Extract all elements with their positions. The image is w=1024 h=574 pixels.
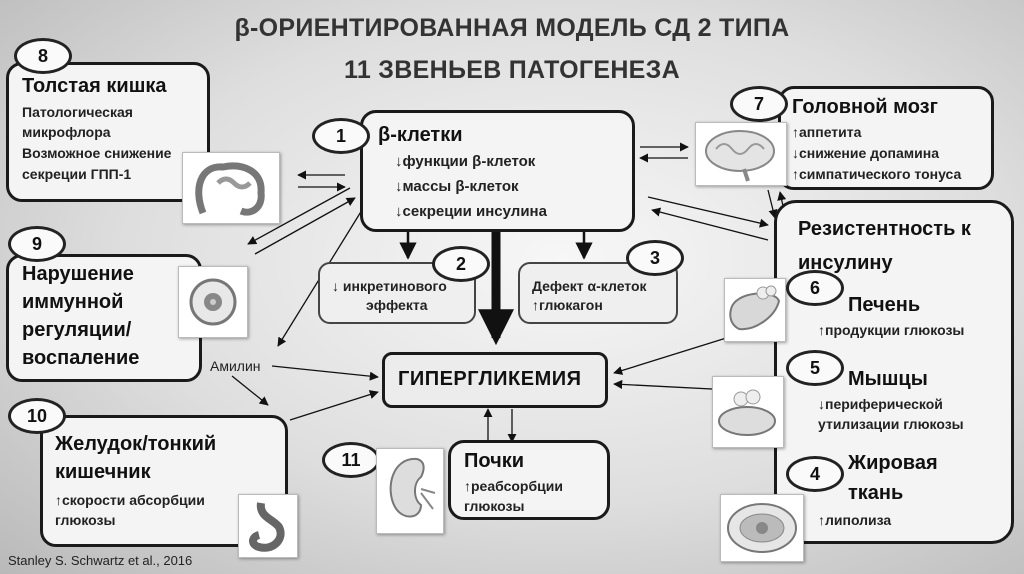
badge-8: 8 bbox=[14, 38, 72, 74]
colon-item-2: микрофлора bbox=[22, 124, 111, 140]
badge-10: 10 bbox=[8, 398, 66, 434]
amylin-label: Амилин bbox=[210, 358, 261, 374]
stomach-item-1: ↑скорости абсорбции bbox=[55, 492, 205, 508]
alpha-cells-line2: ↑глюкагон bbox=[532, 297, 603, 313]
stomach-line2: кишечник bbox=[55, 461, 151, 483]
alpha-cells-line1: Дефект α-клеток bbox=[532, 278, 647, 294]
beta-cells-heading: β-клетки bbox=[378, 124, 463, 146]
liver-heading: Печень bbox=[848, 294, 921, 316]
muscle-heading: Мышцы bbox=[848, 368, 928, 390]
colon-illustration bbox=[182, 152, 280, 224]
hyperglycemia-box bbox=[382, 352, 608, 408]
immune-line2: иммунной bbox=[22, 291, 124, 313]
liver-illustration bbox=[724, 278, 786, 342]
incretin-line2: эффекта bbox=[366, 297, 428, 313]
brain-illustration bbox=[695, 122, 787, 186]
fat-line2: ткань bbox=[848, 482, 904, 504]
badge-9: 9 bbox=[8, 226, 66, 262]
brain-box bbox=[778, 86, 994, 190]
brain-item-2: ↓снижение допамина bbox=[792, 145, 939, 161]
immune-line4: воспаление bbox=[22, 347, 140, 369]
stomach-item-2: глюкозы bbox=[55, 512, 116, 528]
kidneys-item-2: глюкозы bbox=[464, 498, 525, 514]
source-credit: Stanley S. Schwartz et al., 2016 bbox=[8, 553, 193, 568]
immune-line1: Нарушение bbox=[22, 263, 134, 285]
colon-item-3: Возможное снижение bbox=[22, 145, 172, 161]
colon-box bbox=[6, 62, 210, 202]
badge-6: 6 bbox=[786, 270, 844, 306]
beta-cells-item-secretion: ↓секреции инсулина bbox=[395, 203, 547, 220]
badge-2: 2 bbox=[432, 246, 490, 282]
stomach-line1: Желудок/тонкий bbox=[55, 433, 217, 455]
fat-item: ↑липолиза bbox=[818, 512, 892, 528]
immune-line3: регуляции/ bbox=[22, 319, 132, 341]
beta-cells-box bbox=[360, 110, 635, 232]
beta-cells-item-function: ↓функции β-клеток bbox=[395, 153, 536, 170]
immune-cell-illustration bbox=[178, 266, 248, 338]
brain-item-3: ↑симпатического тонуса bbox=[792, 166, 962, 182]
colon-item-1: Патологическая bbox=[22, 104, 133, 120]
kidneys-item-1: ↑реабсорбции bbox=[464, 478, 563, 494]
colon-item-4: секреции ГПП-1 bbox=[22, 166, 132, 182]
beta-cells-item-mass: ↓массы β-клеток bbox=[395, 178, 519, 195]
hyperglycemia-label: ГИПЕРГЛИКЕМИЯ bbox=[398, 368, 582, 390]
colon-heading: Толстая кишка bbox=[22, 75, 167, 97]
resistance-line2: инсулину bbox=[798, 252, 893, 274]
muscle-item-2: утилизации глюкозы bbox=[818, 416, 964, 432]
muscle-illustration bbox=[712, 376, 784, 448]
badge-7: 7 bbox=[730, 86, 788, 122]
kidneys-heading: Почки bbox=[464, 450, 525, 472]
diagram-title-line2: 11 ЗВЕНЬЕВ ПАТОГЕНЕЗА bbox=[344, 56, 680, 84]
badge-11: 11 bbox=[322, 442, 380, 478]
brain-heading: Головной мозг bbox=[792, 96, 938, 118]
resistance-line1: Резистентность к bbox=[798, 218, 971, 240]
kidneys-box bbox=[448, 440, 610, 520]
incretin-line1: ↓ инкретинового bbox=[332, 278, 447, 294]
fat-line1: Жировая bbox=[848, 452, 938, 474]
liver-item: ↑продукции глюкозы bbox=[818, 322, 965, 338]
badge-1: 1 bbox=[312, 118, 370, 154]
brain-item-1: ↑аппетита bbox=[792, 124, 862, 140]
badge-4: 4 bbox=[786, 456, 844, 492]
badge-3: 3 bbox=[626, 240, 684, 276]
fat-tissue-illustration bbox=[720, 494, 804, 562]
badge-5: 5 bbox=[786, 350, 844, 386]
kidney-illustration bbox=[376, 448, 444, 534]
muscle-item-1: ↓периферической bbox=[818, 396, 943, 412]
diagram-title-line1: β-ОРИЕНТИРОВАННАЯ МОДЕЛЬ СД 2 ТИПА bbox=[234, 14, 790, 42]
stomach-illustration bbox=[238, 494, 298, 558]
